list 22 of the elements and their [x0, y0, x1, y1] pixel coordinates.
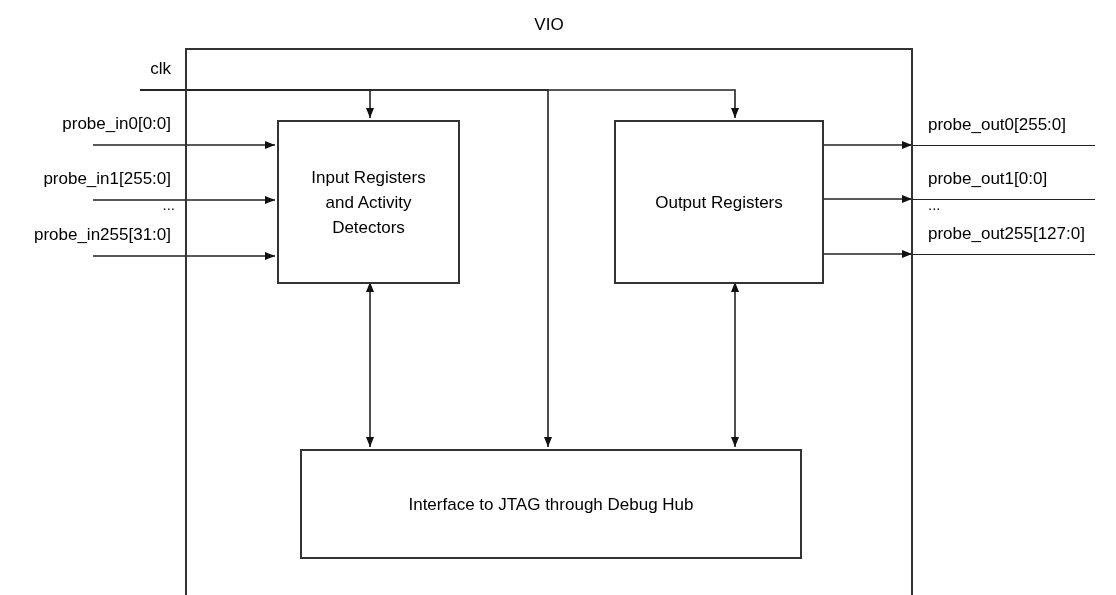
signal-name: probe_in1[255:0]: [0, 168, 175, 201]
signal-name: clk: [120, 58, 175, 91]
signal-arrow: [92, 196, 276, 204]
signal-arrow: [821, 195, 913, 203]
signal-arrow: [821, 141, 913, 149]
register-block: Input Registers and Activity Detectors: [277, 120, 460, 284]
signal-arrow: [92, 252, 276, 260]
signal-name: probe_out255[127:0]: [912, 223, 1095, 255]
module-title: VIO: [533, 14, 565, 36]
signal-name: probe_out1[0:0]: [912, 168, 1095, 200]
signal-arrow: [92, 141, 276, 149]
signal-arrow: [366, 281, 374, 448]
signal-arrow: [731, 281, 739, 448]
register-block: Interface to JTAG through Debug Hub: [300, 449, 802, 559]
ellipsis: ...: [928, 198, 942, 212]
signal-name: probe_out0[255:0]: [912, 114, 1095, 146]
register-block: Output Registers: [614, 120, 824, 284]
signal-arrow: [821, 250, 913, 258]
signal-name: probe_in0[0:0]: [0, 113, 175, 146]
ellipsis: ...: [161, 198, 175, 212]
signal-name: probe_in255[31:0]: [0, 224, 175, 257]
signal-arrow: [139, 89, 739, 119]
